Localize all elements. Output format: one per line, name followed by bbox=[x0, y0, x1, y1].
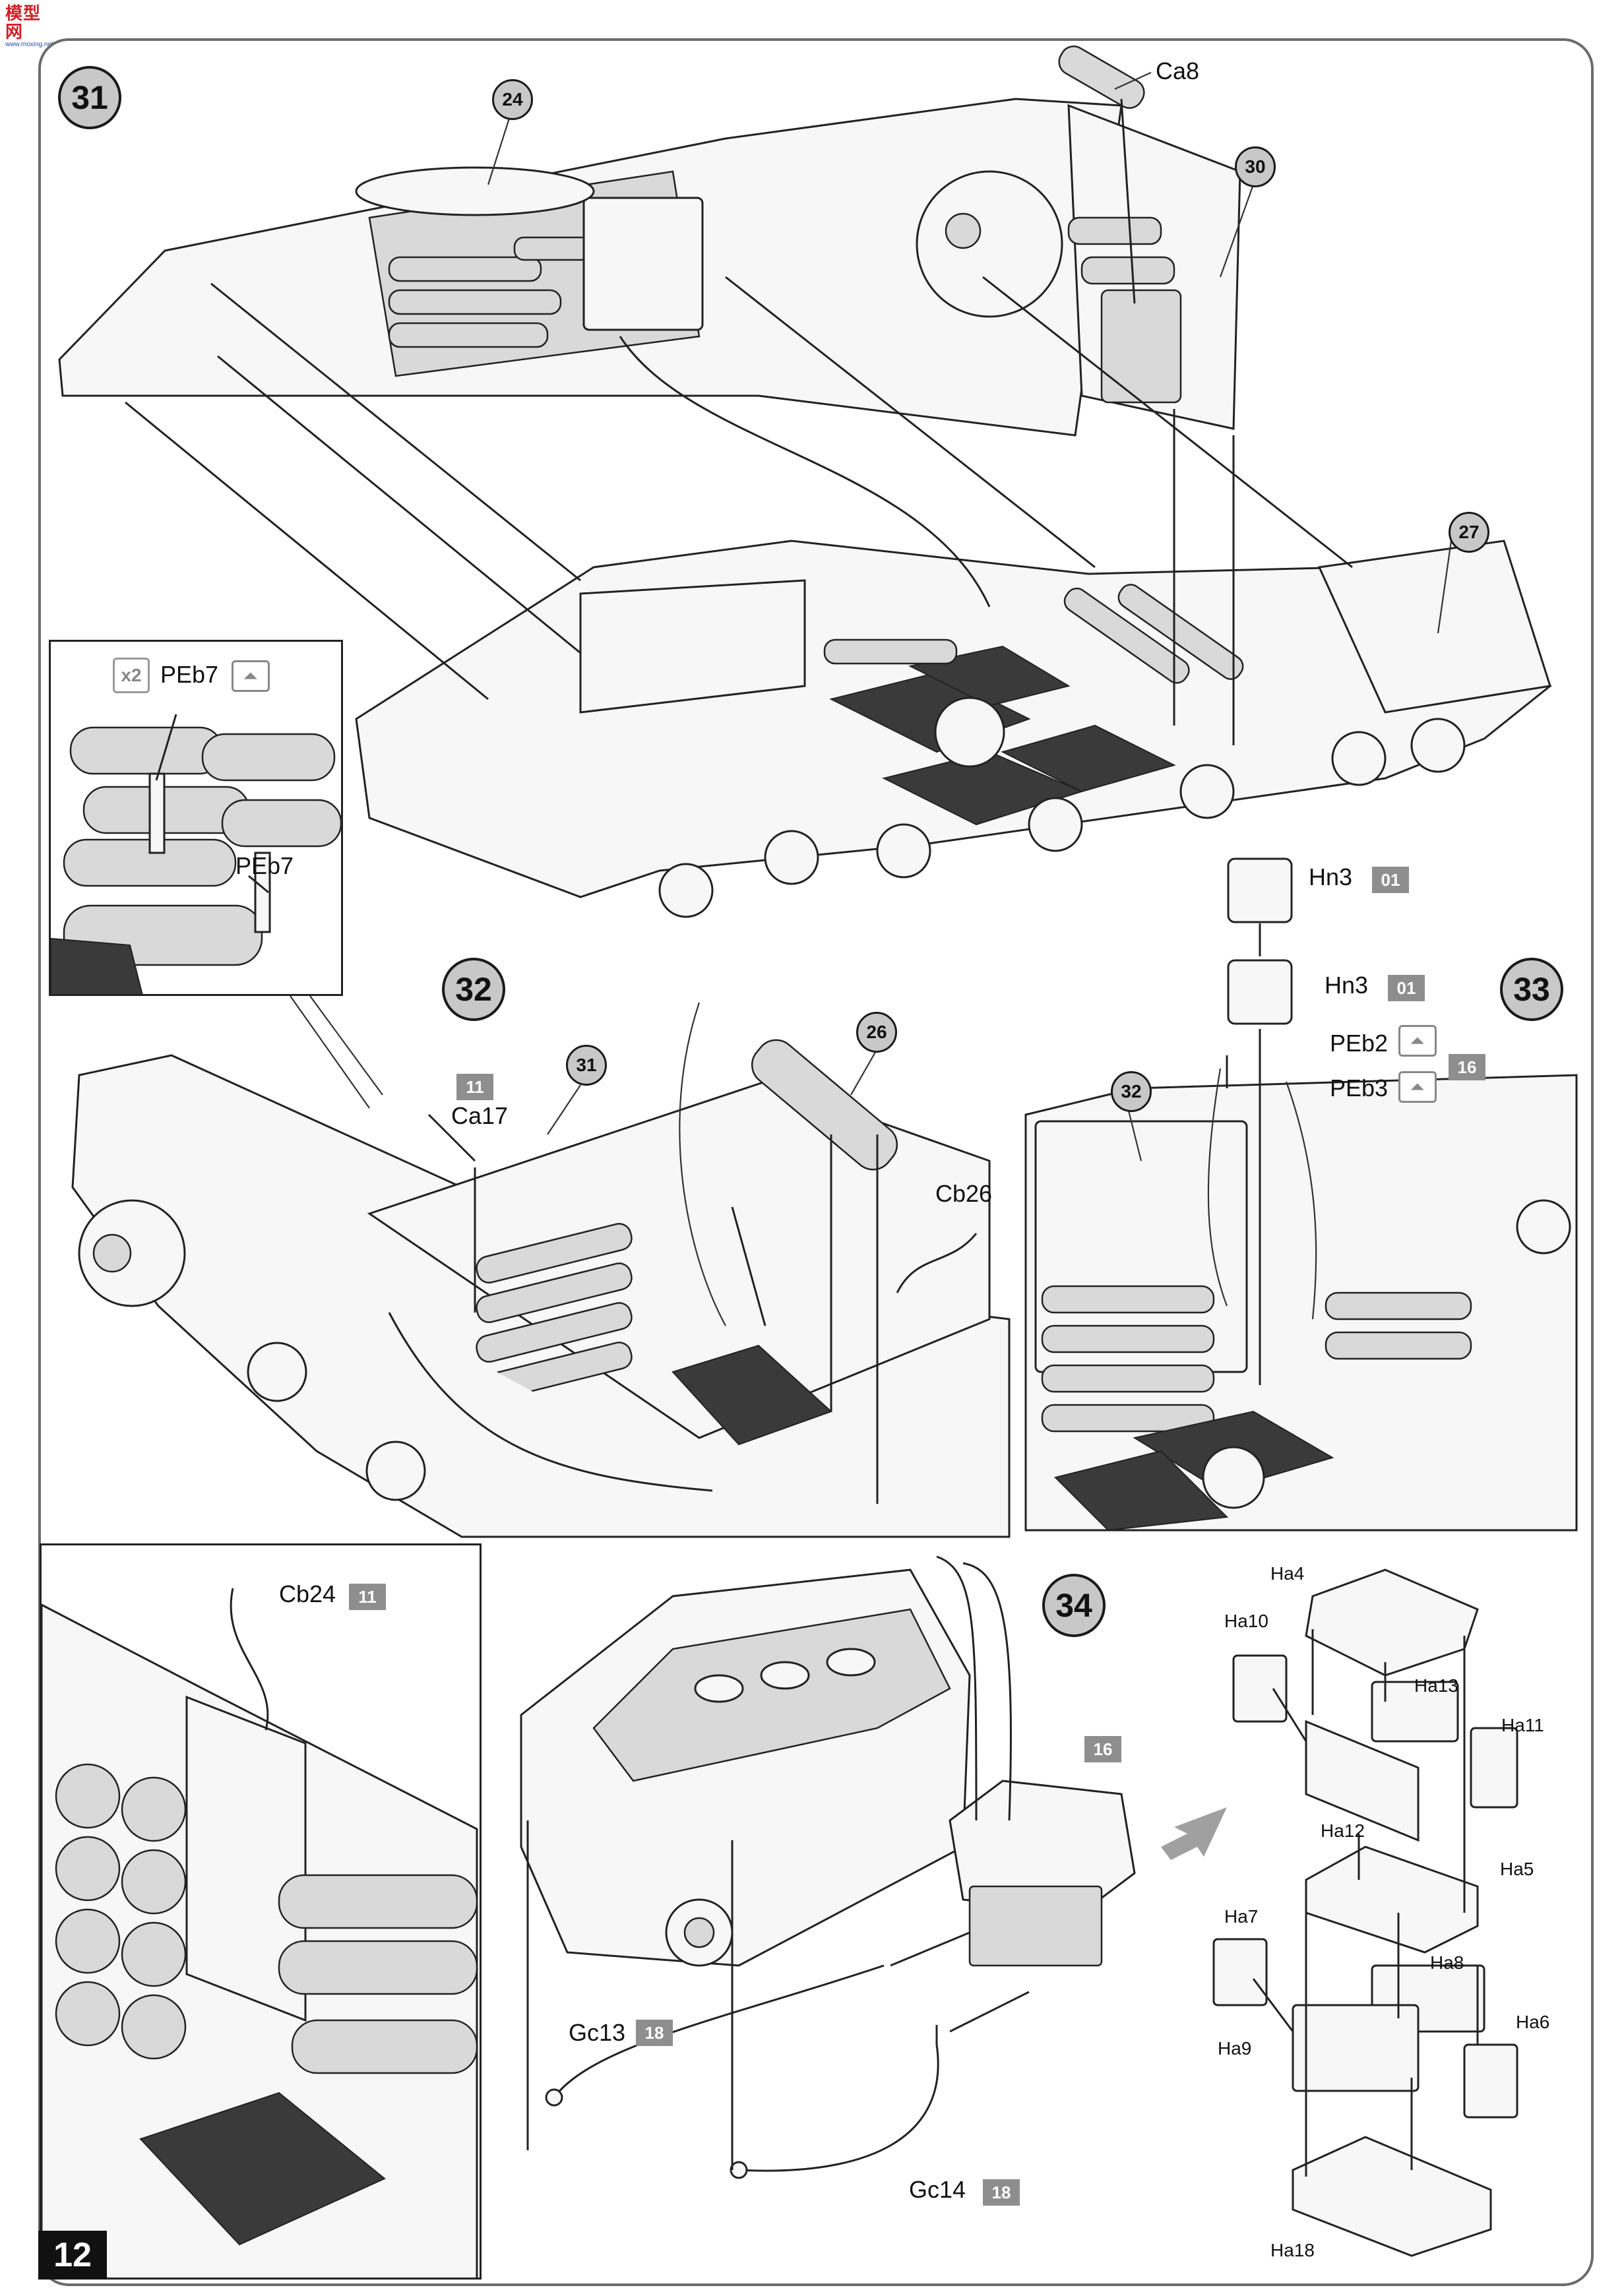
label-ha18: Ha18 bbox=[1270, 2240, 1315, 2260]
part-ref-26: 26 bbox=[856, 1012, 897, 1053]
part-ref-32: 32 bbox=[1111, 1071, 1152, 1112]
label-ha13: Ha13 bbox=[1414, 1675, 1458, 1696]
step-34-detail-inset: Cb24 11 bbox=[40, 1543, 482, 2280]
label-cb26: Cb26 bbox=[935, 1180, 993, 1207]
part-ref-24: 24 bbox=[492, 79, 533, 120]
inset-31-drawing bbox=[51, 714, 341, 994]
step-34-badge: 34 bbox=[1042, 1574, 1106, 1637]
label-ha9: Ha9 bbox=[1218, 2038, 1252, 2059]
quantity-x2-label: x2 bbox=[121, 665, 142, 685]
flip-part-icon-peb3: ⏶ bbox=[1398, 1071, 1437, 1103]
road-wheels bbox=[658, 718, 1466, 918]
label-hn3-top: Hn3 bbox=[1309, 863, 1353, 890]
logo-site: www.moxing.net bbox=[5, 41, 53, 48]
label-ha5: Ha5 bbox=[1500, 1859, 1534, 1879]
part-ref-26-label: 26 bbox=[866, 1022, 887, 1042]
label-peb2: PEb2 bbox=[1330, 1030, 1389, 1057]
label-ca8: Ca8 bbox=[1156, 57, 1200, 84]
step-31-badge: 31 bbox=[58, 66, 121, 129]
sprue-tag-cb24: 11 bbox=[349, 1584, 386, 1610]
label-ha12: Ha12 bbox=[1321, 1820, 1365, 1841]
step-34-number: 34 bbox=[1055, 1587, 1092, 1624]
part-ref-31: 31 bbox=[566, 1045, 607, 1086]
label-ha6: Ha6 bbox=[1516, 2012, 1550, 2032]
step-31-detail-inset: x2 PEb7 ⏶ PEb7 bbox=[49, 640, 343, 996]
flip-part-icon: ⏶ bbox=[232, 660, 270, 692]
sprue-tag-gc14: 18 bbox=[983, 2179, 1020, 2206]
step-31-number: 31 bbox=[71, 79, 108, 116]
ammo-rack-upper bbox=[388, 236, 595, 348]
step-33-badge: 33 bbox=[1500, 958, 1563, 1021]
flip-part-icon-peb2: ⏶ bbox=[1398, 1025, 1437, 1057]
label-ha4: Ha4 bbox=[1270, 1563, 1305, 1584]
sprue-tag-battery: 16 bbox=[1084, 1736, 1121, 1762]
logo-mark: 模型网 bbox=[5, 3, 42, 42]
part-ref-27: 27 bbox=[1449, 512, 1489, 553]
battery-arrows bbox=[1252, 1629, 1479, 2177]
inset-34-shell-rack bbox=[55, 1763, 478, 2074]
quantity-x2-icon: x2 bbox=[113, 658, 150, 693]
part-ref-24-label: 24 bbox=[502, 89, 523, 109]
label-ha8: Ha8 bbox=[1430, 1952, 1464, 1973]
step-32-badge: 32 bbox=[442, 958, 505, 1021]
label-gc13: Gc13 bbox=[569, 2019, 626, 2046]
inset-34-drawing bbox=[42, 1588, 478, 2278]
label-ca17: Ca17 bbox=[451, 1102, 509, 1129]
label-gc14: Gc14 bbox=[909, 2176, 966, 2203]
label-cb24: Cb24 bbox=[279, 1580, 336, 1607]
part-ref-27-label: 27 bbox=[1458, 522, 1480, 542]
sprue-tag-gc13: 18 bbox=[636, 2020, 673, 2046]
page-number: 12 bbox=[38, 2231, 107, 2280]
label-ha11: Ha11 bbox=[1501, 1715, 1544, 1735]
step-33-number: 33 bbox=[1513, 971, 1550, 1008]
label-peb7-bottom: PEb7 bbox=[235, 852, 294, 879]
part-ref-30-label: 30 bbox=[1245, 156, 1266, 177]
label-peb3: PEb3 bbox=[1330, 1074, 1389, 1101]
part-ref-31-label: 31 bbox=[576, 1055, 597, 1075]
step-31-arrows bbox=[125, 98, 1353, 745]
step-32-number: 32 bbox=[455, 971, 492, 1008]
site-logo: 模型网 www.moxing.net bbox=[5, 4, 57, 48]
label-peb7-top: PEb7 bbox=[160, 661, 219, 688]
label-ha7: Ha7 bbox=[1224, 1906, 1259, 1927]
sprue-tag-peb2: 16 bbox=[1449, 1054, 1485, 1080]
ammo-rack-step-33 bbox=[1041, 1285, 1472, 1433]
sprue-tag-hn3-bottom: 01 bbox=[1388, 975, 1425, 1001]
part-ref-32-label: 32 bbox=[1121, 1081, 1142, 1101]
sprue-tag-hn3-top: 01 bbox=[1372, 867, 1409, 893]
sprue-tag-ca17: 11 bbox=[456, 1074, 493, 1100]
label-ha10: Ha10 bbox=[1224, 1611, 1268, 1631]
assembly-arrow-icon bbox=[1161, 1807, 1227, 1860]
label-hn3-bottom: Hn3 bbox=[1325, 972, 1369, 999]
part-ref-30: 30 bbox=[1235, 146, 1276, 187]
